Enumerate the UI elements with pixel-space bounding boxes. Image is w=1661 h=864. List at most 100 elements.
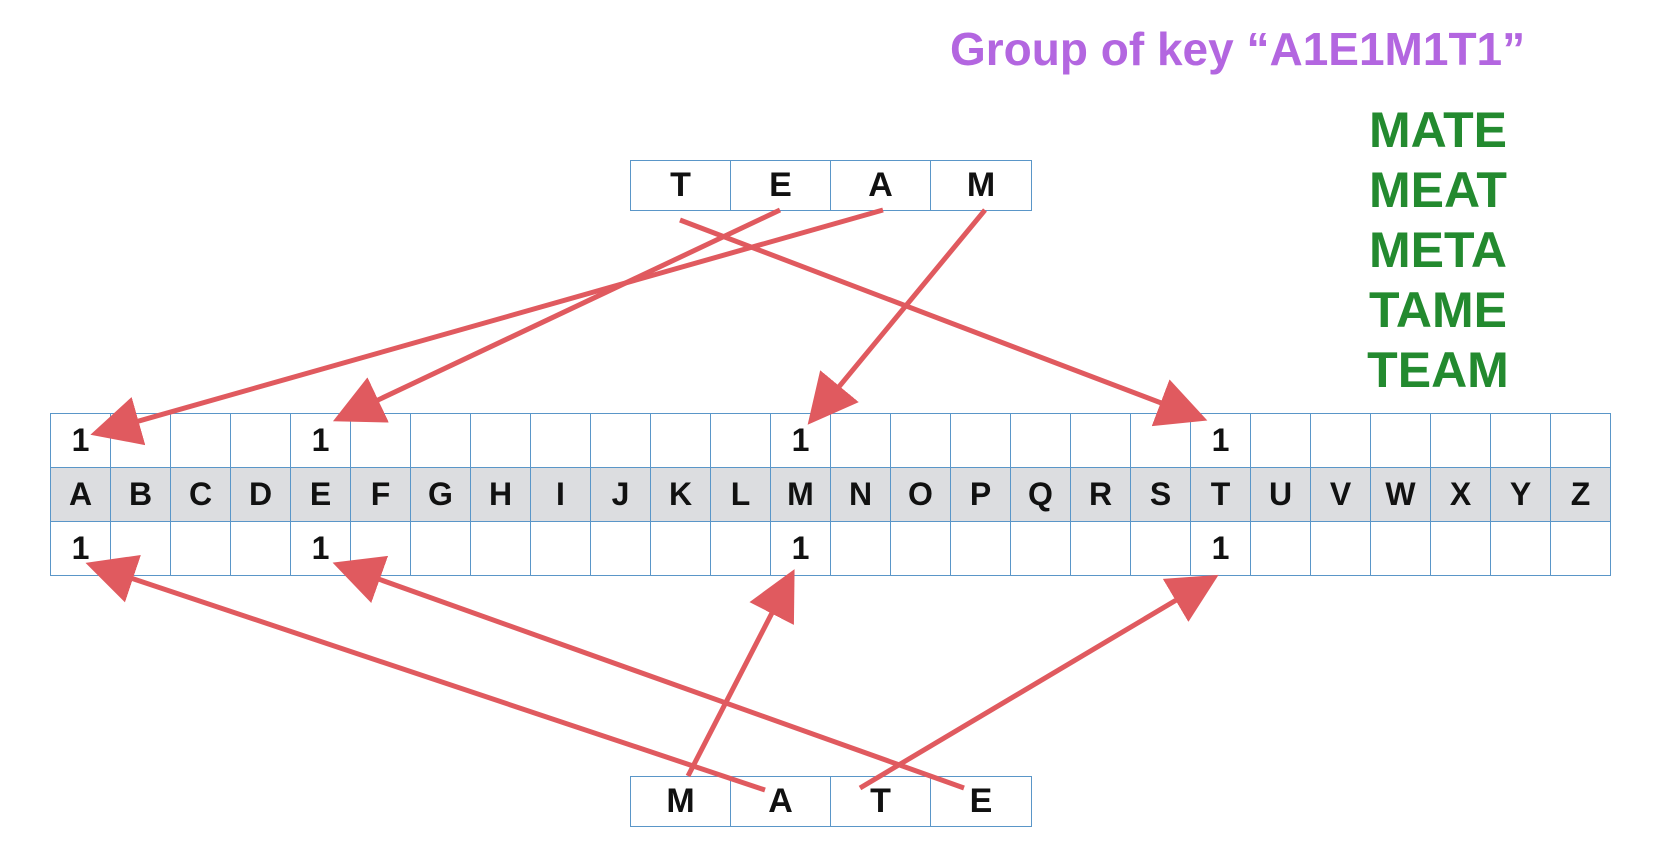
bottom-count-cell bbox=[411, 522, 471, 576]
bottom-count-cell bbox=[1551, 522, 1611, 576]
alphabet-letter-cell: W bbox=[1371, 468, 1431, 522]
top-count-cell: 1 bbox=[1191, 414, 1251, 468]
top-count-cell bbox=[531, 414, 591, 468]
alphabet-letter-cell: E bbox=[291, 468, 351, 522]
alphabet-letter-cell: L bbox=[711, 468, 771, 522]
alphabet-letter-cell: P bbox=[951, 468, 1011, 522]
top-count-cell: 1 bbox=[771, 414, 831, 468]
group-word: META bbox=[1369, 222, 1507, 278]
top-word-letter: E bbox=[731, 161, 831, 210]
top-count-cell bbox=[351, 414, 411, 468]
arrow-a-top bbox=[90, 207, 884, 446]
alphabet-letter-cell: I bbox=[531, 468, 591, 522]
top-count-cell bbox=[1491, 414, 1551, 468]
top-count-cell bbox=[711, 414, 771, 468]
group-word: TEAM bbox=[1367, 342, 1509, 398]
bottom-word-letter: M bbox=[631, 777, 731, 826]
alphabet-letter-cell: D bbox=[231, 468, 291, 522]
bottom-word-box: M A T E bbox=[630, 776, 1032, 827]
top-count-cell bbox=[411, 414, 471, 468]
bottom-count-cell: 1 bbox=[1191, 522, 1251, 576]
group-word: TAME bbox=[1369, 282, 1507, 338]
alphabet-letter-cell: A bbox=[51, 468, 111, 522]
bottom-word-letter: T bbox=[831, 777, 931, 826]
arrow-m-top bbox=[807, 208, 987, 425]
alphabet-letter-cell: Y bbox=[1491, 468, 1551, 522]
top-count-cell bbox=[591, 414, 651, 468]
top-word-letter: M bbox=[966, 166, 996, 204]
bottom-count-cell bbox=[891, 522, 951, 576]
bottom-count-cell bbox=[651, 522, 711, 576]
alphabet-letter-cell: K bbox=[651, 468, 711, 522]
top-count-cell bbox=[111, 414, 171, 468]
top-count-cell bbox=[1311, 414, 1371, 468]
top-count-cell bbox=[1131, 414, 1191, 468]
alphabet-letter-cell: O bbox=[891, 468, 951, 522]
alphabet-letter-cell: F bbox=[351, 468, 411, 522]
top-count-cell bbox=[1371, 414, 1431, 468]
group-key-title: Group of key “A1E1M1T1” bbox=[950, 23, 1526, 75]
arrow-t-top bbox=[679, 217, 1208, 427]
bottom-word-letter: A bbox=[731, 777, 831, 826]
bottom-count-cell bbox=[591, 522, 651, 576]
top-count-cell bbox=[951, 414, 1011, 468]
top-count-cell bbox=[1011, 414, 1071, 468]
top-count-cell bbox=[831, 414, 891, 468]
alphabet-letter-cell: Q bbox=[1011, 468, 1071, 522]
bottom-count-cell bbox=[711, 522, 771, 576]
bottom-count-cell bbox=[111, 522, 171, 576]
alphabet-letter-cell: G bbox=[411, 468, 471, 522]
top-count-cell: 1 bbox=[51, 414, 111, 468]
top-word-box: T E A M bbox=[630, 160, 1032, 211]
top-count-row: 1 1 1 1 bbox=[51, 414, 1611, 468]
bottom-count-cell bbox=[1011, 522, 1071, 576]
bottom-count-cell bbox=[1071, 522, 1131, 576]
arrow-t-bottom bbox=[858, 574, 1219, 791]
top-count-cell: 1 bbox=[291, 414, 351, 468]
bottom-count-cell: 1 bbox=[51, 522, 111, 576]
arrow-e-top bbox=[332, 207, 782, 423]
top-count-cell bbox=[1251, 414, 1311, 468]
group-word: MATE bbox=[1369, 102, 1507, 158]
bottom-count-cell bbox=[531, 522, 591, 576]
bottom-count-cell bbox=[951, 522, 1011, 576]
bottom-count-cell: 1 bbox=[771, 522, 831, 576]
alphabet-letter-cell: U bbox=[1251, 468, 1311, 522]
bottom-count-cell bbox=[1251, 522, 1311, 576]
top-word-letter: A bbox=[831, 161, 931, 210]
top-count-cell bbox=[1551, 414, 1611, 468]
arrow-a-bottom bbox=[85, 554, 766, 793]
alphabet-letter-cell: N bbox=[831, 468, 891, 522]
bottom-count-cell bbox=[1491, 522, 1551, 576]
top-word-letter: T bbox=[631, 161, 731, 210]
alphabet-letter-cell: V bbox=[1311, 468, 1371, 522]
alphabet-letter-cell: Z bbox=[1551, 468, 1611, 522]
top-count-cell bbox=[1071, 414, 1131, 468]
top-count-cell bbox=[651, 414, 711, 468]
bottom-count-cell bbox=[351, 522, 411, 576]
bottom-count-row: 1 1 1 1 bbox=[51, 522, 1611, 576]
alphabet-letter-cell: S bbox=[1131, 468, 1191, 522]
bottom-count-cell bbox=[1431, 522, 1491, 576]
top-count-cell bbox=[171, 414, 231, 468]
alphabet-letter-cell: T bbox=[1191, 468, 1251, 522]
alphabet-letter-cell: M bbox=[771, 468, 831, 522]
bottom-count-cell bbox=[1371, 522, 1431, 576]
arrow-m-bottom bbox=[685, 569, 795, 778]
group-word: MEAT bbox=[1369, 162, 1507, 218]
alphabet-letter-cell: B bbox=[111, 468, 171, 522]
bottom-count-cell: 1 bbox=[291, 522, 351, 576]
top-count-cell bbox=[231, 414, 291, 468]
top-count-cell bbox=[1431, 414, 1491, 468]
alphabet-letter-cell: C bbox=[171, 468, 231, 522]
alphabet-letter-cell: R bbox=[1071, 468, 1131, 522]
alphabet-letter-cell: X bbox=[1431, 468, 1491, 522]
bottom-count-cell bbox=[171, 522, 231, 576]
bottom-count-cell bbox=[231, 522, 291, 576]
anagram-group-list: MATE MEAT META TAME TEAM bbox=[1338, 100, 1538, 400]
bottom-count-cell bbox=[1311, 522, 1371, 576]
bottom-count-cell bbox=[831, 522, 891, 576]
bottom-count-cell bbox=[471, 522, 531, 576]
